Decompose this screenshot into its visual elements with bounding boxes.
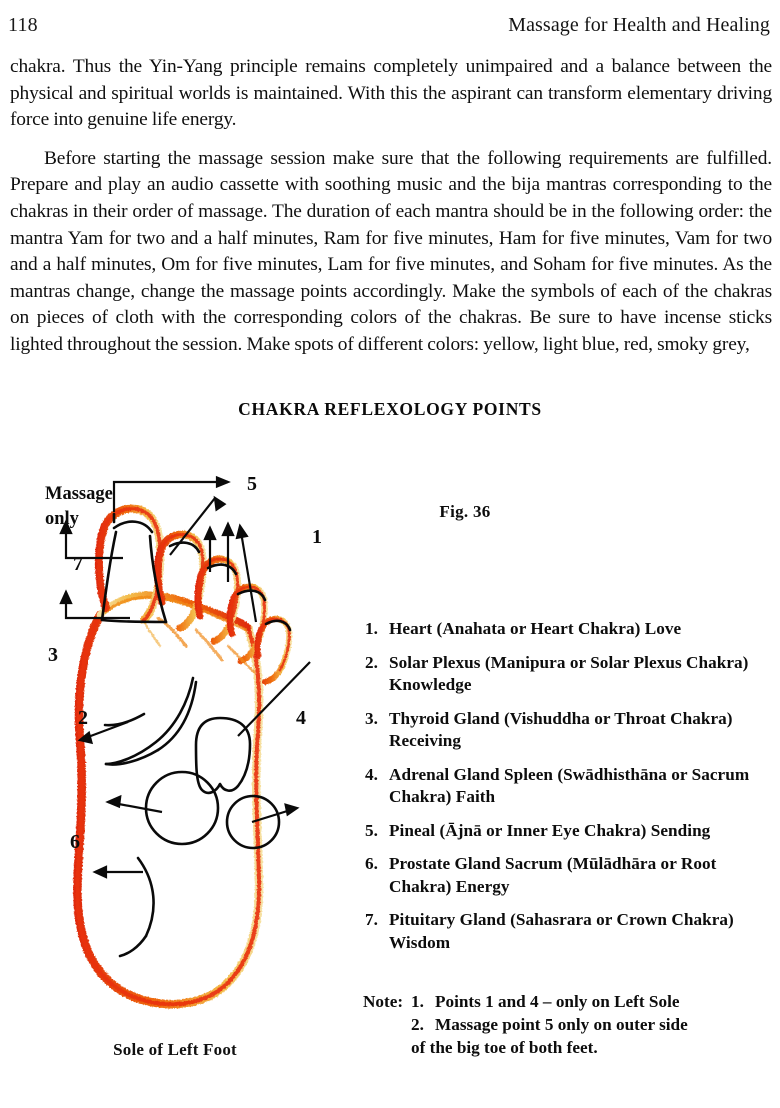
marker-2: 2 <box>78 707 88 729</box>
list-item-number: 4. <box>365 764 378 784</box>
sole-of-left-foot-illustration <box>59 475 311 1009</box>
paragraph-1: chakra. Thus the Yin-Yang principle rema… <box>10 56 772 131</box>
foot-caption: Sole of Left Foot <box>113 1040 237 1059</box>
note-item-continuation: of the big toe of both feet. <box>411 1038 598 1057</box>
list-item: 6. Prostate Gland Sacrum (Mūlādhāra or R… <box>365 853 773 898</box>
marker-7: 7 <box>73 553 83 575</box>
marker-4: 4 <box>296 707 306 729</box>
list-item-text: Heart (Anahata or Heart Chakra) Love <box>389 619 682 638</box>
foot-outline <box>73 591 264 1009</box>
paragraph-2: Before starting the massage session make… <box>10 147 772 355</box>
note-label: Note: <box>363 992 404 1011</box>
running-title: Massage for Health and Healing <box>508 14 770 36</box>
toes-group <box>94 504 293 685</box>
list-item-number: 5. <box>365 820 378 840</box>
list-item: 3. Thyroid Gland (Vishuddha or Throat Ch… <box>365 708 773 753</box>
list-item-text: Adrenal Gland Spleen (Swādhisthāna or Sa… <box>389 764 750 807</box>
note-spacer <box>363 1013 411 1036</box>
list-item: 1. Heart (Anahata or Heart Chakra) Love <box>365 618 773 641</box>
note-row-1: Note: 1. Points 1 and 4 – only on Left S… <box>363 990 763 1013</box>
list-item: 2. Solar Plexus (Manipura or Solar Plexu… <box>365 652 773 697</box>
body-text: chakra. Thus the Yin-Yang principle rema… <box>10 54 772 359</box>
list-item-number: 7. <box>365 910 378 929</box>
note-item-text: Massage point 5 only on outer side <box>435 1015 688 1034</box>
note-block: Note: 1. Points 1 and 4 – only on Left S… <box>363 990 763 1059</box>
list-item: 4. Adrenal Gland Spleen (Swādhisthāna or… <box>365 764 773 809</box>
chakra-points-list: 1. Heart (Anahata or Heart Chakra) Love … <box>365 618 773 965</box>
legend-panel: 1 Fig. 36 1. Heart (Anahata or Heart Cha… <box>312 440 773 1108</box>
list-item: 5. Pineal (Ājnā or Inner Eye Chakra) Sen… <box>365 820 773 843</box>
page-number: 118 <box>8 14 38 36</box>
note-item-number: 2. <box>411 1015 424 1034</box>
list-item-text: Thyroid Gland (Vishuddha or Throat Chakr… <box>389 708 733 751</box>
leader-arrows <box>59 475 311 879</box>
list-item-text: Pineal (Ājnā or Inner Eye Chakra) Sendin… <box>389 820 711 840</box>
list-item-number: 3. <box>365 708 378 728</box>
marker-1: 1 <box>312 526 322 548</box>
figure-number: Fig. 36 <box>439 502 491 521</box>
running-head: 118 Massage for Health and Healing <box>0 14 780 44</box>
note-item-text: Points 1 and 4 – only on Left Sole <box>435 992 680 1011</box>
list-item-number: 6. <box>365 854 378 873</box>
list-item-number: 1. <box>365 619 378 638</box>
marker-3: 3 <box>48 644 58 666</box>
marker-5: 5 <box>247 473 257 495</box>
list-item-text: Pituitary Gland (Sahasrara or Crown Chak… <box>389 910 734 952</box>
list-item-number: 2. <box>365 652 378 672</box>
list-item: 7. Pituitary Gland (Sahasrara or Crown C… <box>365 909 773 954</box>
note-item-number: 1. <box>411 992 424 1011</box>
figure-heading: CHAKRA REFLEXOLOGY POINTS <box>238 399 542 419</box>
marker-6: 6 <box>70 831 80 853</box>
list-item-text: Solar Plexus (Manipura or Solar Plexus C… <box>389 652 749 695</box>
list-item-text: Prostate Gland Sacrum (Mūlādhāra or Root… <box>389 854 717 896</box>
note-row-2: 2. Massage point 5 only on outer side <box>363 1013 763 1036</box>
